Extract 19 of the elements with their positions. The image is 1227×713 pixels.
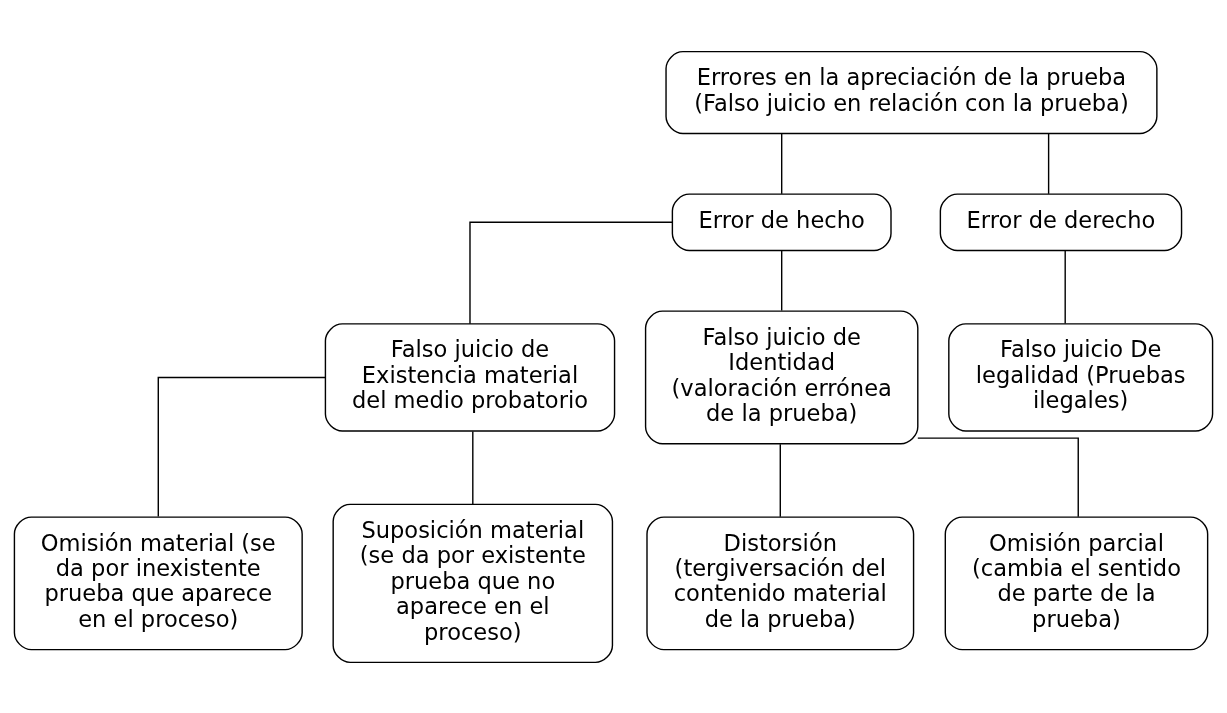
connector bbox=[781, 132, 783, 195]
node-box: Errores en la apreciación de la prueba (Falso juicio en relación con la prueba) bbox=[665, 50, 1158, 134]
connector bbox=[781, 249, 783, 311]
node-box: Suposición material (se da por existente prueba que no aparece en el proceso) bbox=[332, 503, 614, 663]
node-box: Error de derecho bbox=[939, 192, 1183, 251]
node-box: Omisión material (se da por inexistente prueba que aparece en el proceso) bbox=[13, 515, 303, 650]
connector bbox=[917, 436, 1079, 517]
connector bbox=[472, 430, 474, 505]
connector bbox=[1047, 132, 1050, 195]
node-box: Omisión parcial (cambia el sentido de parte de la prueba) bbox=[944, 515, 1209, 650]
connector bbox=[1064, 249, 1066, 324]
node-box: Falso juicio de Identidad (valoración errónea de la prueba) bbox=[644, 309, 919, 444]
connector bbox=[157, 376, 326, 517]
node-box: Error de hecho bbox=[671, 192, 892, 251]
node-box: Falso juicio de Existencia material del medio probatorio bbox=[324, 322, 616, 432]
node-box: Falso juicio De legalidad (Pruebas ilegales) bbox=[948, 322, 1214, 432]
node-box: Distorsión (tergiversación del contenido material de la prueba) bbox=[646, 515, 915, 650]
connector bbox=[779, 443, 781, 518]
connector bbox=[469, 221, 673, 324]
